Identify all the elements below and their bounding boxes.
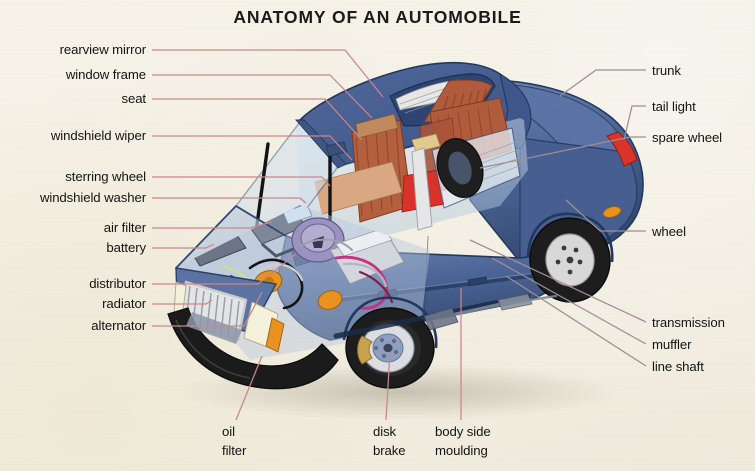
a-pillar: [295, 119, 347, 169]
leader-rearview-mirror: [152, 49, 384, 98]
muffler: [497, 293, 533, 311]
leader-tail-light: [623, 105, 646, 141]
windshield-wiper-left: [254, 142, 270, 234]
label-window-frame: window frame: [65, 67, 146, 82]
label-battery: battery: [106, 240, 146, 255]
leader-oil-filter: [235, 355, 263, 421]
seatbelt: [411, 133, 441, 153]
label-air-filter: air filter: [103, 220, 146, 235]
label-oil-filter-line2: filter: [222, 443, 247, 458]
door-shutline: [423, 235, 429, 323]
leader-windshield-wiper: [152, 135, 353, 161]
label-trunk: trunk: [652, 63, 681, 78]
label-sterring-wheel: sterring wheel: [65, 169, 146, 184]
rear-wheel-holes: [555, 245, 583, 275]
hood-edge: [175, 204, 287, 269]
label-disk-brake-line2: brake: [373, 443, 406, 458]
label-radiator: radiator: [102, 296, 146, 311]
front-bumper-highlight: [175, 319, 251, 379]
body-side-moulding: [333, 269, 563, 303]
wiring-harness: [248, 238, 394, 310]
oil-filter: [317, 290, 343, 310]
label-windshield-wiper: windshield wiper: [50, 128, 146, 143]
leader-windshield-washer: [152, 197, 307, 204]
label-disk-brake-line1: disk: [373, 424, 397, 439]
leader-lines-left: [152, 49, 384, 327]
brake-caliper: [357, 335, 373, 365]
headrest: [355, 113, 399, 139]
label-spare-wheel: spare wheel: [652, 130, 723, 145]
leader-lines-bottom: [235, 288, 462, 421]
label-windshield-washer: windshield washer: [39, 190, 146, 205]
turn-indicator: [265, 317, 285, 353]
leader-wheel: [565, 199, 646, 232]
door-handle-rear: [467, 276, 488, 287]
leader-alternator: [152, 291, 263, 327]
leader-spare-wheel: [479, 136, 646, 169]
leader-muffler: [491, 257, 647, 345]
label-rearview-mirror: rearview mirror: [59, 42, 147, 57]
leader-air-filter: [152, 221, 273, 229]
leader-transmission: [469, 239, 647, 323]
leader-battery: [152, 243, 215, 249]
leader-window-frame: [152, 74, 373, 119]
wheel-hub-front: [383, 343, 393, 353]
label-seat: seat: [121, 91, 146, 106]
leader-disk-brake: [385, 351, 391, 421]
underbody-components: [423, 293, 558, 331]
exhaust-pipe: [528, 294, 558, 302]
leader-radiator: [152, 299, 213, 305]
label-tail-light: tail light: [652, 99, 696, 114]
leader-distributor: [152, 253, 297, 285]
leader-lines-right: [469, 69, 647, 367]
rear-wheel-arch: [526, 212, 614, 263]
label-oil-filter-line1: oil: [222, 424, 235, 439]
label-line-shaft: line shaft: [652, 359, 704, 374]
front-bumper: [167, 307, 339, 390]
b-pillar: [411, 147, 433, 231]
leader-seat: [152, 98, 363, 141]
leader-trunk: [559, 69, 646, 97]
page-title: ANATOMY OF AN AUTOMOBILE: [233, 7, 522, 27]
rear-side-marker: [602, 206, 622, 218]
spare-wheel-inner: [448, 151, 472, 185]
label-alternator: alternator: [91, 318, 146, 333]
rearview-mirror: [325, 141, 348, 157]
label-body-side-moulding-line1: body side: [435, 424, 491, 439]
label-muffler: muffler: [652, 337, 692, 352]
leader-sterring-wheel: [152, 176, 331, 187]
disk-brake-vent-holes: [373, 337, 399, 359]
leader-line-shaft: [505, 275, 647, 367]
transmission-unit: [423, 307, 459, 331]
label-wheel: wheel: [652, 224, 686, 239]
lower-valance: [186, 312, 242, 344]
label-transmission: transmission: [652, 315, 725, 330]
label-body-side-moulding-line2: moulding: [435, 443, 488, 458]
label-distributor: distributor: [89, 276, 146, 291]
